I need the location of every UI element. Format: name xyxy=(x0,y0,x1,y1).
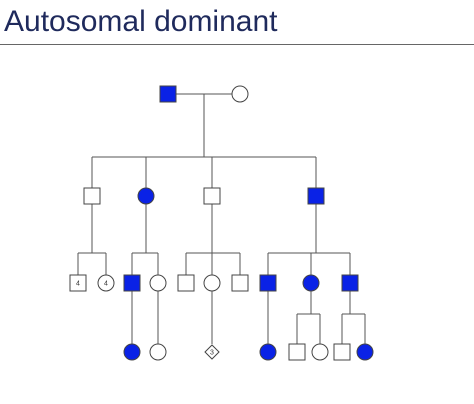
pedigree-lines xyxy=(77,93,366,344)
unaffected-male-II-1 xyxy=(83,187,101,205)
male-square-icon xyxy=(307,187,325,205)
male-square-icon xyxy=(333,343,351,361)
unaffected-female-IV-2 xyxy=(149,343,167,361)
male-square-icon xyxy=(123,274,141,292)
unaffected-male-III-7 xyxy=(231,274,249,292)
unaffected-male-IV-5 xyxy=(288,343,306,361)
male-square-icon xyxy=(231,274,249,292)
affected-male-III-3 xyxy=(123,274,141,292)
male-square-icon xyxy=(288,343,306,361)
unaffected-male-IV-7 xyxy=(333,343,351,361)
affected-male-III-10 xyxy=(341,274,359,292)
female-circle-icon xyxy=(137,187,155,205)
female-circle-icon xyxy=(149,274,167,292)
unaffected-male-III-5 xyxy=(177,274,195,292)
female-circle-icon xyxy=(231,85,249,103)
female-circle-icon xyxy=(123,343,141,361)
unaffected-male-II-3 xyxy=(203,187,221,205)
unknown-sex-diamond-icon xyxy=(204,344,220,360)
affected-male-I-1 xyxy=(159,85,177,103)
male-square-icon xyxy=(259,274,277,292)
sibling-count-label: 3 xyxy=(210,350,214,357)
affected-female-III-9 xyxy=(302,274,320,292)
affected-male-II-4 xyxy=(307,187,325,205)
unaffected-male-III-1: 4 xyxy=(69,274,87,292)
affected-female-II-2 xyxy=(137,187,155,205)
unaffected-female-IV-6 xyxy=(311,343,329,361)
female-circle-icon xyxy=(302,274,320,292)
unaffected-female-III-6 xyxy=(203,274,221,292)
affected-female-IV-8 xyxy=(356,343,374,361)
male-square-icon xyxy=(341,274,359,292)
female-circle-icon xyxy=(149,343,167,361)
unaffected-female-III-4 xyxy=(149,274,167,292)
unaffected-unknown-IV-3: 3 xyxy=(204,344,220,360)
female-circle-icon xyxy=(203,274,221,292)
affected-female-IV-1 xyxy=(123,343,141,361)
unaffected-female-I-2 xyxy=(231,85,249,103)
sibling-count-label: 4 xyxy=(76,281,80,288)
female-circle-icon xyxy=(356,343,374,361)
title-divider xyxy=(0,44,474,45)
male-square-icon xyxy=(159,85,177,103)
female-circle-icon xyxy=(259,343,277,361)
male-square-icon xyxy=(83,187,101,205)
affected-male-III-8 xyxy=(259,274,277,292)
page-title: Autosomal dominant xyxy=(4,5,278,38)
female-circle-icon xyxy=(311,343,329,361)
male-square-icon xyxy=(69,274,87,292)
female-circle-icon xyxy=(97,274,115,292)
affected-female-IV-4 xyxy=(259,343,277,361)
male-square-icon xyxy=(203,187,221,205)
pedigree-symbols: 4 4 3 xyxy=(69,85,374,361)
sibling-count-label: 4 xyxy=(104,281,108,288)
unaffected-female-III-2: 4 xyxy=(97,274,115,292)
male-square-icon xyxy=(177,274,195,292)
